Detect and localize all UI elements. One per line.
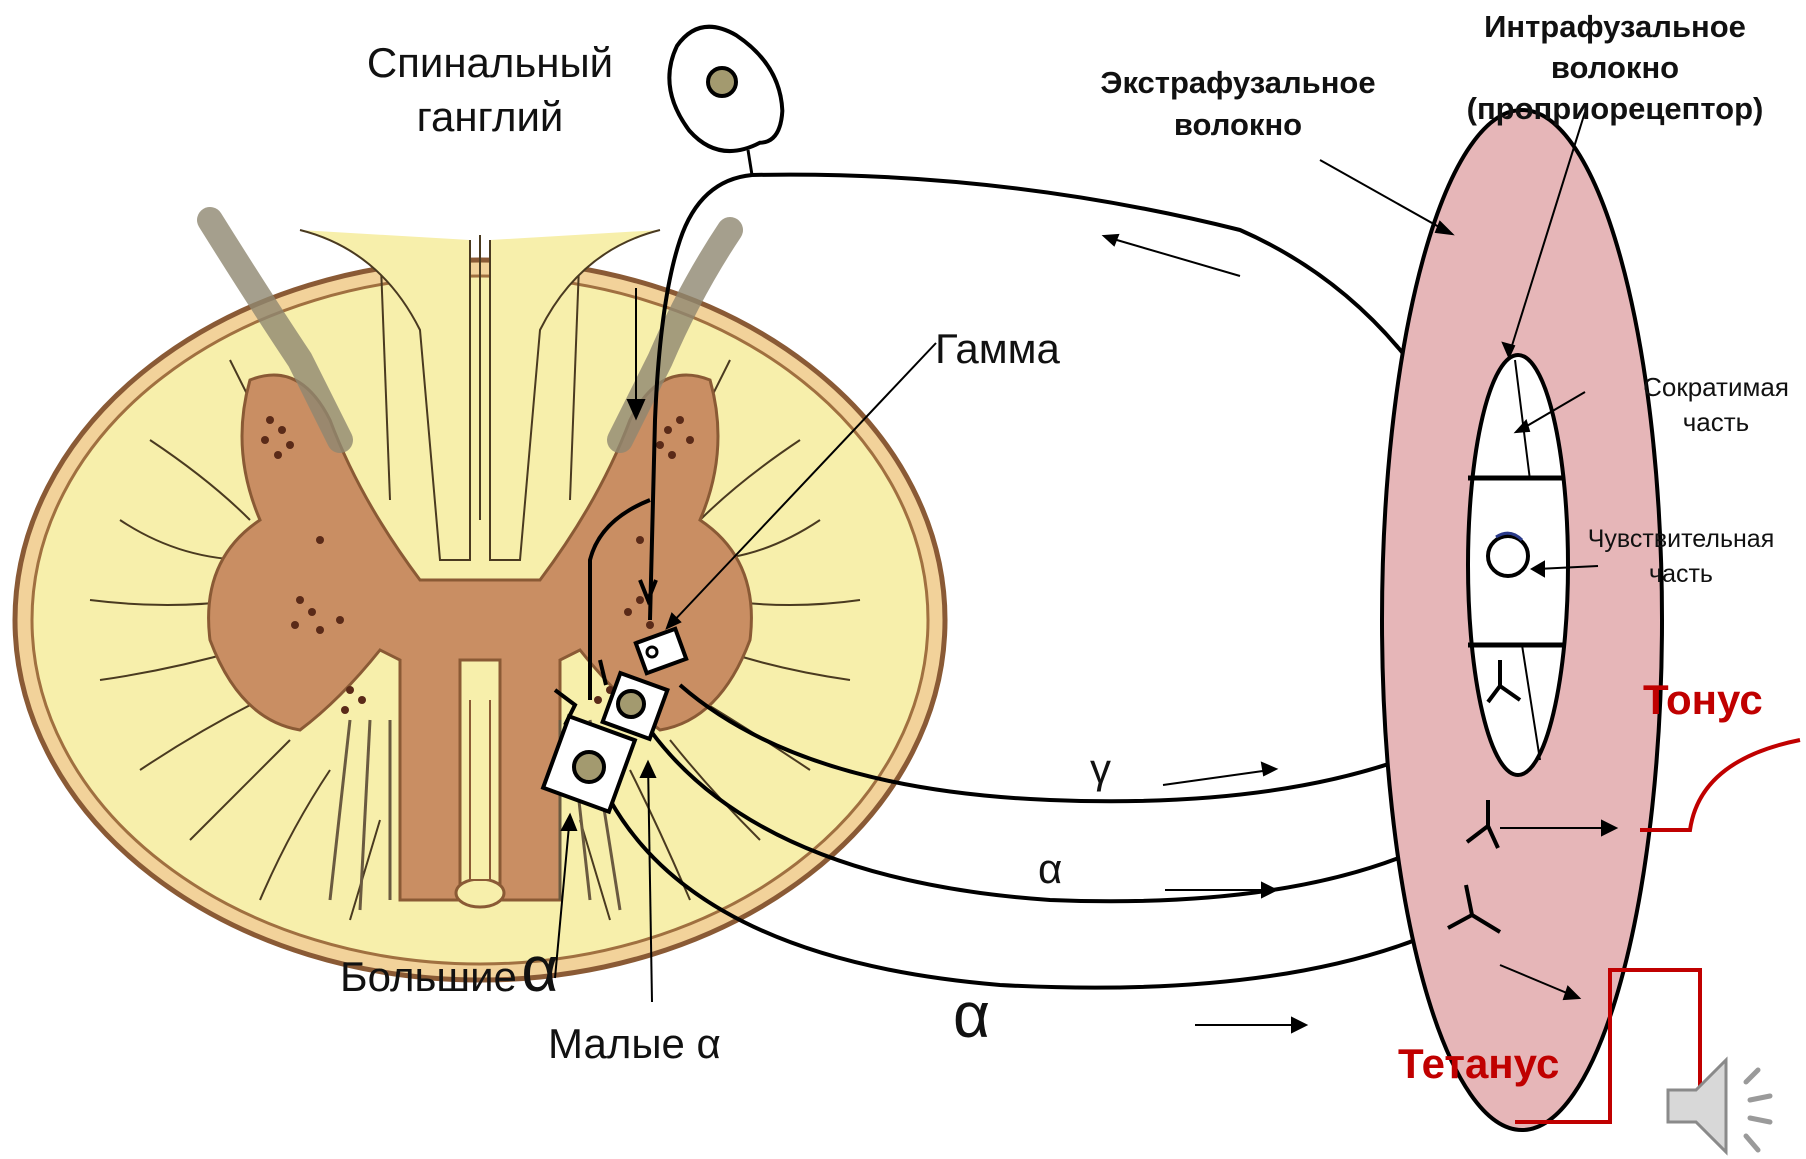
sensory-part-label: Чувствительная часть: [1558, 522, 1804, 592]
muscle: [1382, 110, 1662, 1130]
spinal-cord-section: [15, 220, 945, 980]
gamma-label: Гамма: [935, 325, 1060, 373]
contractile-part-label: Сократимая часть: [1628, 370, 1804, 440]
tonus-label: Тонус: [1643, 676, 1763, 724]
speaker-icon[interactable]: [1668, 1060, 1770, 1152]
tonus-curve: [1640, 740, 1800, 830]
sensory-ending: [1488, 536, 1528, 576]
ganglion-cell: [657, 12, 792, 175]
contractile-part-text: Сократимая часть: [1643, 372, 1789, 437]
intrafusal-fiber-text: Интрафузальное волокно (проприорецептор): [1467, 9, 1764, 126]
sensory-part-text: Чувствительная часть: [1588, 525, 1774, 588]
extrafusal-fiber-text: Экстрафузальное волокно: [1100, 65, 1375, 142]
large-alpha-label: Большие α: [340, 932, 558, 1006]
spinal-ganglion-label: Спинальный ганглий: [340, 36, 640, 144]
intrafusal-fiber-label: Интрафузальное волокно (проприорецептор): [1435, 6, 1795, 129]
tetanus-label: Тетанус: [1398, 1040, 1559, 1088]
large-alpha-symbol: α: [521, 933, 558, 1005]
extrafusal-fiber-label: Экстрафузальное волокно: [1048, 62, 1428, 146]
anterior-vessel: [456, 879, 504, 907]
large-alpha-fiber-label: α: [953, 978, 990, 1052]
spinal-ganglion-text: Спинальный ганглий: [367, 39, 613, 140]
large-alpha-text: Большие: [340, 953, 517, 1000]
gamma-fiber-label: γ: [1090, 745, 1111, 793]
small-alpha-fiber-label: α: [1038, 845, 1062, 893]
small-alpha-label: Малые α: [548, 1020, 721, 1068]
